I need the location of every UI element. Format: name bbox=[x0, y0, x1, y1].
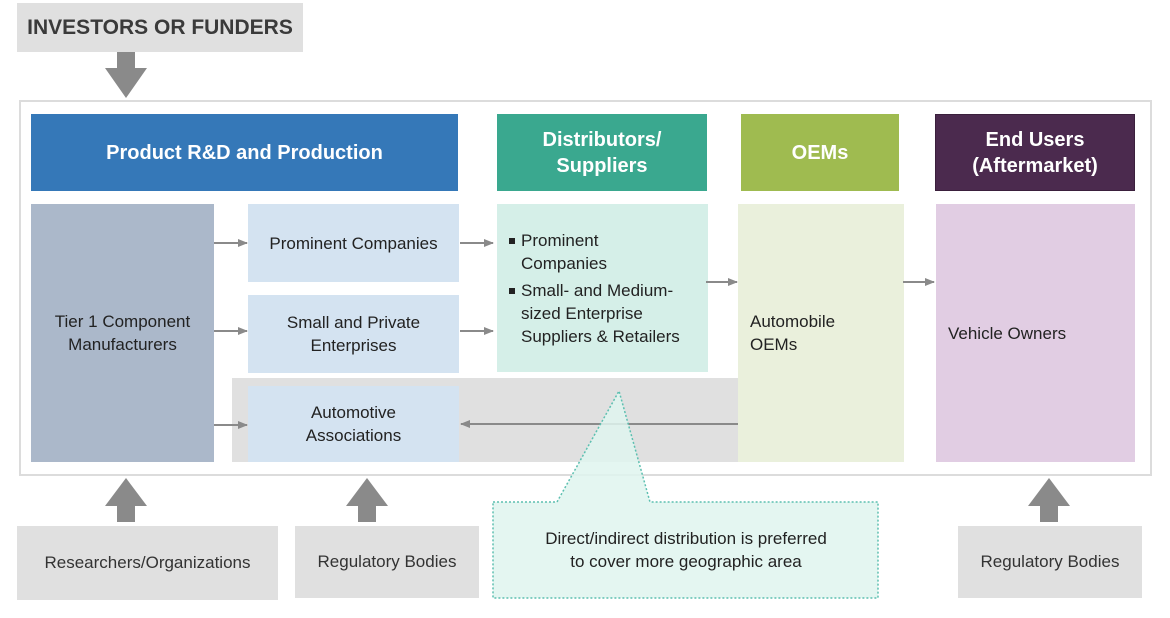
investors-funders-label: INVESTORS OR FUNDERS bbox=[27, 15, 293, 39]
oems-line1: Automobile bbox=[750, 312, 836, 331]
regulatory-bodies-label: Regulatory Bodies bbox=[980, 552, 1120, 571]
header-oems-label: OEMs bbox=[791, 141, 849, 164]
square-bullet-icon bbox=[509, 288, 515, 294]
down-arrow-icon bbox=[105, 52, 147, 98]
header-distributors-line2: Suppliers bbox=[556, 154, 648, 177]
callout-line1: Direct/indirect distribution is preferre… bbox=[545, 529, 827, 548]
vehicle-owners-box: Vehicle Owners bbox=[936, 204, 1135, 462]
investors-funders-box: INVESTORS OR FUNDERS bbox=[17, 3, 303, 52]
automotive-associations-box: Automotive Associations bbox=[248, 386, 459, 462]
associations-line1: Automotive bbox=[310, 403, 397, 422]
header-end-users-line1: End Users bbox=[985, 128, 1085, 151]
header-oems: OEMs bbox=[741, 114, 899, 191]
small-private-enterprises-box: Small and Private Enterprises bbox=[248, 295, 459, 373]
distributors-list: Prominent Companies Small- and Medium- s… bbox=[507, 229, 700, 348]
prominent-companies-label: Prominent Companies bbox=[269, 233, 438, 253]
header-end-users-line2: (Aftermarket) bbox=[972, 154, 1098, 177]
vehicle-owners-label: Vehicle Owners bbox=[948, 323, 1067, 343]
distributors-item: Prominent Companies bbox=[507, 229, 700, 275]
up-arrow-icon bbox=[346, 478, 388, 522]
header-end-users: End Users (Aftermarket) bbox=[935, 114, 1135, 191]
distributors-box: Prominent Companies Small- and Medium- s… bbox=[497, 204, 708, 372]
up-arrow-icon bbox=[1028, 478, 1070, 522]
tier1-line1: Tier 1 Component bbox=[54, 312, 191, 331]
regulatory-bodies-box: Regulatory Bodies bbox=[295, 526, 479, 598]
header-distributors: Distributors/ Suppliers bbox=[497, 114, 707, 191]
header-rd-production: Product R&D and Production bbox=[31, 114, 458, 191]
researchers-label: Researchers/Organizations bbox=[44, 553, 251, 572]
header-rd-label: Product R&D and Production bbox=[106, 141, 383, 164]
regulatory-bodies-label: Regulatory Bodies bbox=[317, 552, 457, 571]
prominent-companies-box: Prominent Companies bbox=[248, 204, 459, 282]
tier1-line2: Manufacturers bbox=[68, 335, 177, 354]
header-distributors-line1: Distributors/ bbox=[542, 128, 662, 151]
regulatory-bodies-box: Regulatory Bodies bbox=[958, 526, 1142, 598]
oems-line2: OEMs bbox=[750, 335, 798, 354]
tier1-manufacturers-box: Tier 1 Component Manufacturers bbox=[31, 204, 214, 462]
associations-line2: Associations bbox=[305, 426, 402, 445]
distributors-item: Small- and Medium- sized Enterprise Supp… bbox=[507, 279, 700, 348]
up-arrow-icon bbox=[105, 478, 147, 522]
small-private-line1: Small and Private bbox=[286, 313, 421, 332]
callout-note: Direct/indirect distribution is preferre… bbox=[493, 502, 879, 598]
square-bullet-icon bbox=[509, 238, 515, 244]
small-private-line2: Enterprises bbox=[310, 336, 397, 355]
researchers-organizations-box: Researchers/Organizations bbox=[17, 526, 278, 600]
callout-line2: to cover more geographic area bbox=[570, 552, 802, 571]
automobile-oems-box: Automobile OEMs bbox=[738, 204, 904, 462]
